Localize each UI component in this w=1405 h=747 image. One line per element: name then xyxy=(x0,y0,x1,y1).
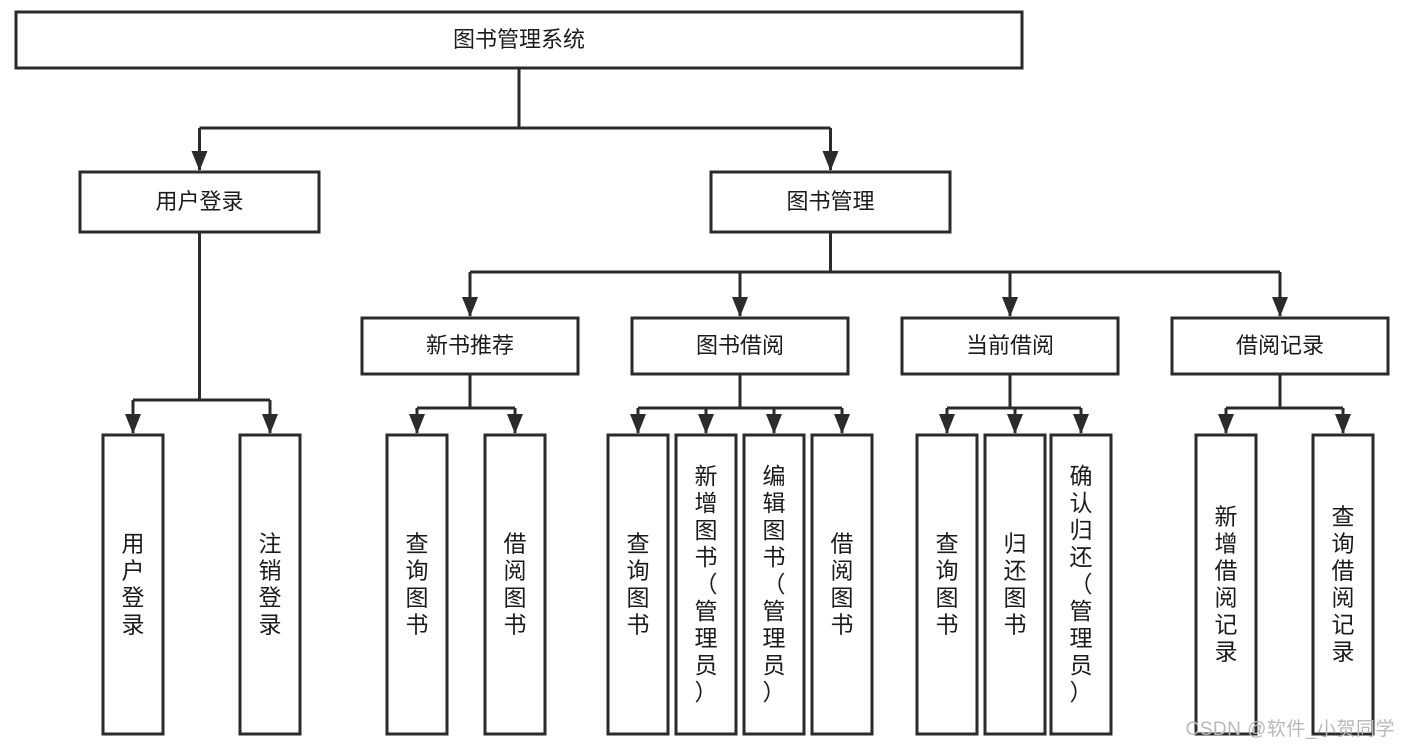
node-box xyxy=(1170,316,1390,376)
node-root-0[interactable]: 图书管理系统 xyxy=(14,10,1024,70)
arrow-head-icon xyxy=(1073,414,1089,434)
arrow-head-icon xyxy=(507,414,523,434)
node-leaf-10[interactable]: 确认归还（管理员） xyxy=(1049,433,1113,736)
arrow-head-icon xyxy=(125,414,141,434)
arrow-head-icon xyxy=(262,414,278,434)
arrow-head-icon xyxy=(409,414,425,434)
node-box xyxy=(983,433,1047,736)
node-label: 新增图书（管理员） xyxy=(695,463,718,705)
node-leaf-5[interactable]: 新增图书（管理员） xyxy=(674,433,738,736)
node-level2-0[interactable]: 新书推荐 xyxy=(360,316,580,376)
arrow-head-icon xyxy=(698,414,714,434)
node-label: 归还图书 xyxy=(1004,531,1027,638)
node-box xyxy=(606,433,670,736)
edge-group xyxy=(191,68,839,171)
arrow-head-icon xyxy=(1218,414,1234,434)
node-level2-3[interactable]: 借阅记录 xyxy=(1170,316,1390,376)
node-box xyxy=(101,433,165,736)
node-label: 用户登录 xyxy=(122,531,145,638)
arrow-head-icon xyxy=(191,151,208,171)
edge-group xyxy=(939,374,1089,434)
node-label: 注销登录 xyxy=(259,531,282,638)
edge-group xyxy=(125,232,278,434)
arrow-head-icon xyxy=(834,414,850,434)
node-box xyxy=(742,433,806,736)
node-leaf-3[interactable]: 借阅图书 xyxy=(483,433,547,736)
node-label: 编辑图书（管理员） xyxy=(763,463,786,705)
node-leaf-6[interactable]: 编辑图书（管理员） xyxy=(742,433,806,736)
node-leaf-1[interactable]: 注销登录 xyxy=(238,433,302,736)
node-label: 查询图书 xyxy=(406,531,429,638)
arrow-head-icon xyxy=(822,151,839,171)
node-box xyxy=(915,433,979,736)
node-box xyxy=(709,170,952,234)
node-label: 图书管理系统 xyxy=(453,27,585,52)
node-label: 当前借阅 xyxy=(966,333,1054,358)
arrow-head-icon xyxy=(1002,297,1018,317)
nodes-layer: 图书管理系统用户登录图书管理新书推荐图书借阅当前借阅借阅记录用户登录注销登录查询… xyxy=(14,10,1390,736)
node-box xyxy=(360,316,580,376)
node-box xyxy=(630,316,850,376)
arrow-head-icon xyxy=(1272,297,1288,317)
arrow-head-icon xyxy=(1335,414,1351,434)
node-leaf-8[interactable]: 查询图书 xyxy=(915,433,979,736)
node-level1-1[interactable]: 图书管理 xyxy=(709,170,952,234)
node-label: 用户登录 xyxy=(155,189,243,214)
node-label: 确认归还（管理员） xyxy=(1070,463,1093,705)
node-leaf-0[interactable]: 用户登录 xyxy=(101,433,165,736)
edge-group xyxy=(462,232,1288,317)
node-level2-2[interactable]: 当前借阅 xyxy=(900,316,1120,376)
node-box xyxy=(1311,433,1375,736)
edge-group xyxy=(630,374,850,434)
node-label: 查询借阅记录 xyxy=(1332,504,1355,665)
node-box xyxy=(674,433,738,736)
arrow-head-icon xyxy=(1007,414,1023,434)
arrow-head-icon xyxy=(766,414,782,434)
node-label: 查询图书 xyxy=(936,531,959,638)
node-label: 图书借阅 xyxy=(696,333,784,358)
edge-group xyxy=(1218,374,1351,434)
node-box xyxy=(14,10,1024,70)
node-box xyxy=(1194,433,1258,736)
node-leaf-2[interactable]: 查询图书 xyxy=(385,433,449,736)
node-leaf-4[interactable]: 查询图书 xyxy=(606,433,670,736)
node-label: 借阅记录 xyxy=(1236,333,1324,358)
node-level2-1[interactable]: 图书借阅 xyxy=(630,316,850,376)
node-label: 新增借阅记录 xyxy=(1215,504,1238,665)
node-box xyxy=(385,433,449,736)
node-label: 新书推荐 xyxy=(426,333,514,358)
edges-layer xyxy=(125,68,1351,434)
edge-group xyxy=(409,374,523,434)
node-leaf-9[interactable]: 归还图书 xyxy=(983,433,1047,736)
node-label: 查询图书 xyxy=(627,531,650,638)
node-box xyxy=(238,433,302,736)
node-leaf-7[interactable]: 借阅图书 xyxy=(810,433,874,736)
node-leaf-11[interactable]: 新增借阅记录 xyxy=(1194,433,1258,736)
arrow-head-icon xyxy=(630,414,646,434)
arrow-head-icon xyxy=(462,297,478,317)
node-box xyxy=(810,433,874,736)
node-label: 借阅图书 xyxy=(831,531,854,638)
arrow-head-icon xyxy=(732,297,748,317)
node-box xyxy=(1049,433,1113,736)
node-box xyxy=(483,433,547,736)
node-box xyxy=(900,316,1120,376)
node-box xyxy=(78,170,321,234)
node-label: 图书管理 xyxy=(786,189,874,214)
node-level1-0[interactable]: 用户登录 xyxy=(78,170,321,234)
node-leaf-12[interactable]: 查询借阅记录 xyxy=(1311,433,1375,736)
node-label: 借阅图书 xyxy=(504,531,527,638)
arrow-head-icon xyxy=(939,414,955,434)
